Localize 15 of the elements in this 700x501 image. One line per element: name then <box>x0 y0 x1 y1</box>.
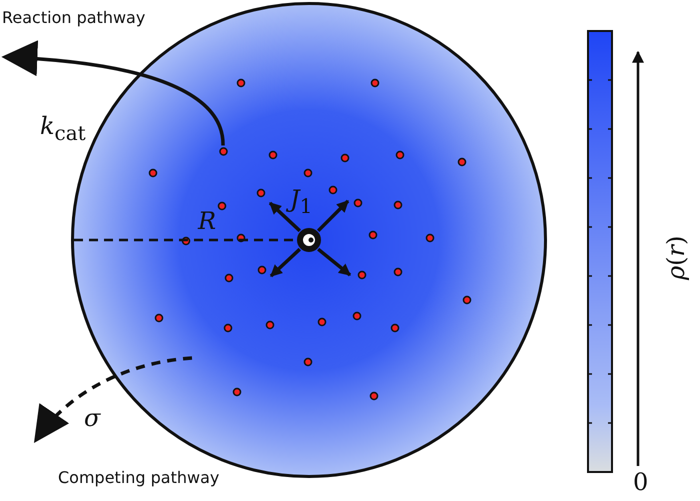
substrate-dot <box>218 146 228 156</box>
flux-arrow <box>317 248 352 276</box>
radius-label: R <box>198 207 216 235</box>
pathway-label: Competing pathway <box>58 468 220 487</box>
edge-label: k$_{cat}$ <box>40 112 86 145</box>
pathway-arrow <box>34 356 192 443</box>
flux-arrow <box>268 202 301 232</box>
tick-label: 0 <box>633 468 648 496</box>
flux-arrow <box>316 200 350 232</box>
edge-label: σ <box>84 404 100 432</box>
enzyme-particle <box>297 228 321 252</box>
axis-label: ρ(r) <box>662 236 690 280</box>
pathway-label: Reaction pathway <box>2 8 146 27</box>
pathway-arrow <box>1 40 225 146</box>
flux-arrow <box>270 248 301 278</box>
